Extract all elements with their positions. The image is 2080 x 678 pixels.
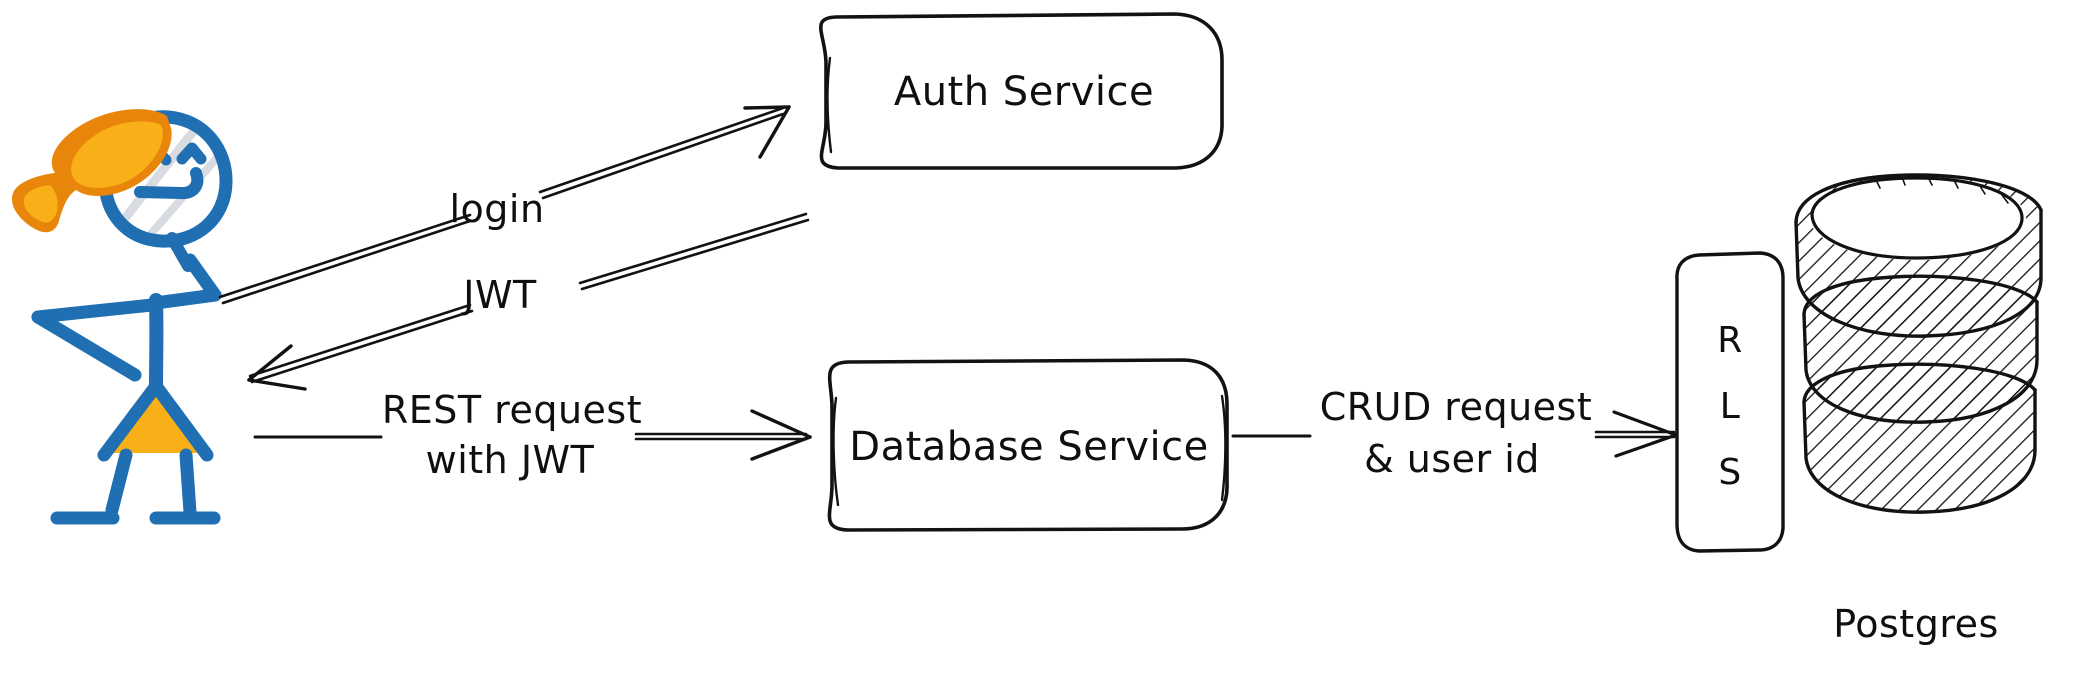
login-label: login — [449, 187, 544, 231]
legs — [105, 448, 197, 519]
rls-letter-r: R — [1717, 320, 1743, 361]
auth-service-node[interactable]: Auth Service — [819, 12, 1224, 170]
database-service-node[interactable]: Database Service — [827, 358, 1229, 532]
database-service-label: Database Service — [849, 424, 1208, 470]
postgres-label: Postgres — [1833, 602, 1999, 646]
crud-request-arrow — [1231, 410, 1678, 458]
crud-request-label-line2: & user id — [1364, 437, 1540, 481]
rls-letter-l: L — [1720, 386, 1741, 427]
auth-service-label: Auth Service — [894, 69, 1154, 115]
login-arrow — [218, 105, 791, 305]
mouth-icon — [134, 167, 204, 200]
jwt-arrow — [247, 212, 810, 391]
crud-request-label-line1: CRUD request — [1320, 385, 1593, 429]
left-arm — [31, 298, 159, 382]
rls-letter-s: S — [1718, 452, 1741, 493]
rls-node[interactable]: R L S — [1675, 251, 1785, 553]
rest-request-label-line2: with JWT — [426, 438, 595, 482]
hat-icon — [11, 109, 172, 233]
jwt-label: JWT — [461, 273, 537, 317]
right-arm — [156, 253, 222, 309]
skirt-icon — [97, 379, 214, 462]
user-stick-figure — [11, 109, 233, 525]
rest-request-arrow — [253, 409, 812, 461]
postgres-node[interactable]: Postgres — [1794, 173, 2043, 646]
rest-request-label-line1: REST request — [382, 388, 642, 432]
